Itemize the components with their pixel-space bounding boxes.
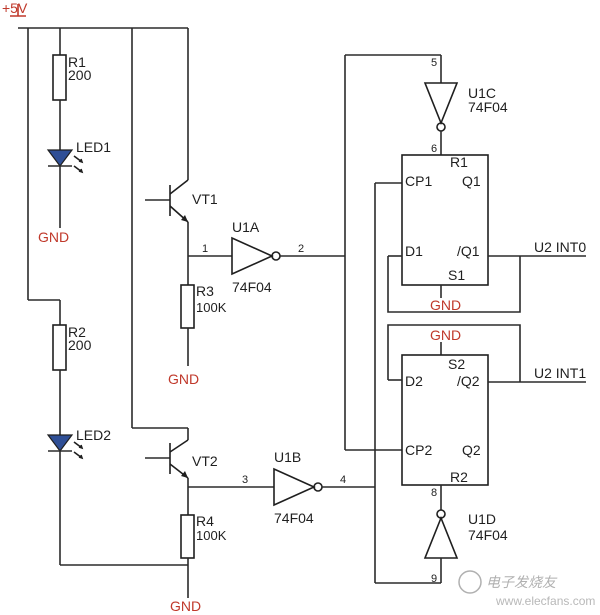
inverter-u1c xyxy=(423,82,459,126)
u1d-part: 74F04 xyxy=(468,527,508,543)
r2-value: 200 xyxy=(68,337,92,353)
u1b-pin-out: 4 xyxy=(340,474,346,486)
supply-label: +5V xyxy=(2,0,28,16)
ff1-d: D1 xyxy=(405,243,423,259)
vt1-emitter-arrow xyxy=(181,215,188,222)
resistor-r1 xyxy=(52,54,67,101)
u1d-pin-bottom: 9 xyxy=(431,573,437,585)
watermark-logo-icon xyxy=(458,570,482,594)
u1c-pin-top: 5 xyxy=(431,57,437,69)
r3-value: 100K xyxy=(196,300,227,315)
r4-value: 100K xyxy=(196,528,227,543)
watermark-text: 电子发烧友 xyxy=(486,575,558,591)
ff1-q: Q1 xyxy=(462,173,481,189)
r1-value: 200 xyxy=(68,67,92,83)
u1b-name: U1B xyxy=(274,449,301,465)
ff2-clock: CP2 xyxy=(405,442,432,458)
inverter-u1b xyxy=(273,467,316,507)
r4-name: R4 xyxy=(196,513,214,529)
inverter-u1d xyxy=(423,515,459,559)
r1-name: R1 xyxy=(68,54,86,70)
ff1-set: S1 xyxy=(448,267,465,283)
ff2-qn: /Q2 xyxy=(457,373,480,389)
led2-emission-arrows xyxy=(73,441,84,460)
led1-diode xyxy=(46,149,74,167)
u1c-part: 74F04 xyxy=(468,99,508,115)
led1-emission-arrows xyxy=(73,155,84,174)
ff1-reset: R1 xyxy=(450,154,468,170)
flipflop1-box xyxy=(401,154,489,286)
vt2-label: VT2 xyxy=(192,453,218,469)
u1a-part: 74F04 xyxy=(232,279,272,295)
ff2-reset: R2 xyxy=(450,469,468,485)
u1b-part: 74F04 xyxy=(274,510,314,526)
u1c-name: U1C xyxy=(468,85,496,101)
ff2-d: D2 xyxy=(405,373,423,389)
r3-name: R3 xyxy=(196,283,214,299)
ff2-set: S2 xyxy=(448,356,465,372)
ff2-feedback-loop xyxy=(387,324,521,382)
inverter-u1a xyxy=(231,236,274,276)
ff1-feedback-loop xyxy=(387,256,521,313)
flipflop2-box xyxy=(401,354,489,486)
u1a-pin-in: 1 xyxy=(202,243,208,255)
gnd-label-led1: GND xyxy=(38,229,69,245)
ff1-qn: /Q1 xyxy=(457,243,480,259)
u1a-pin-out: 2 xyxy=(298,243,304,255)
u1c-pin-bottom: 6 xyxy=(431,143,437,155)
led2-diode xyxy=(46,434,74,452)
r2-name: R2 xyxy=(68,324,86,340)
led2-label: LED2 xyxy=(76,427,111,443)
u1d-pin-top: 8 xyxy=(431,487,437,499)
gnd-label-s2: GND xyxy=(430,327,461,343)
gnd-label-s1: GND xyxy=(430,297,461,313)
vt2-emitter-arrow xyxy=(181,471,188,478)
watermark-url: www.elecfans.com xyxy=(495,594,595,608)
ff1-output-label: U2 INT0 xyxy=(534,239,586,255)
u1d-name: U1D xyxy=(468,511,496,527)
vt1-label: VT1 xyxy=(192,191,218,207)
resistor-r4 xyxy=(180,514,195,559)
ff2-output-label: U2 INT1 xyxy=(534,365,586,381)
led1-label: LED1 xyxy=(76,139,111,155)
gnd-label-r4: GND xyxy=(170,598,201,614)
resistor-r2 xyxy=(52,324,67,371)
gnd-label-r3: GND xyxy=(168,371,199,387)
ff1-clock: CP1 xyxy=(405,173,432,189)
u1a-name: U1A xyxy=(232,219,260,235)
resistor-r3 xyxy=(180,284,195,329)
ff2-q: Q2 xyxy=(462,442,481,458)
supply-symbol xyxy=(10,4,26,17)
u1b-pin-in: 3 xyxy=(242,474,248,486)
